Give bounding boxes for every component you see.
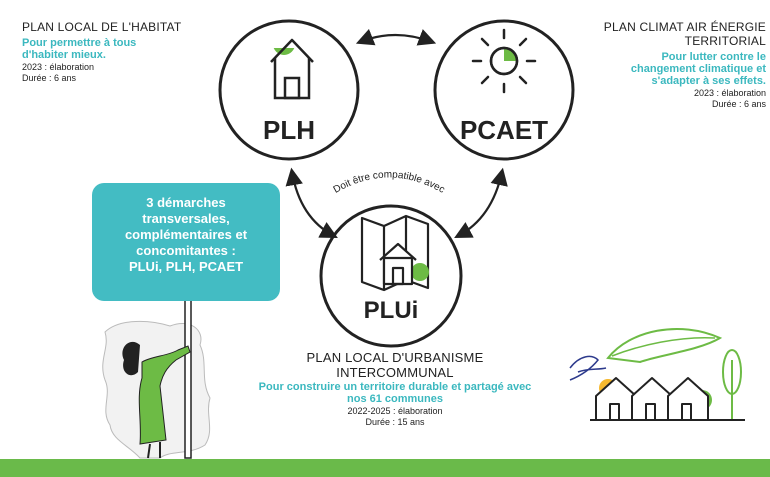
arrow-plh-plui: [285, 167, 338, 239]
sign-line-2: transversales,: [142, 211, 230, 226]
plh-subtitle-2: d'habiter mieux.: [22, 49, 106, 61]
pcaet-title-2: TERRITORIAL: [684, 34, 766, 48]
house-icon: [270, 30, 314, 100]
village-illustration: [569, 327, 745, 421]
plui-title-1: PLAN LOCAL D'URBANISME: [306, 350, 484, 365]
pcaet-info: PLAN CLIMAT AIR ÉNERGIE TERRITORIAL Pour…: [560, 20, 766, 110]
pcaet-status: 2023 : élaboration: [693, 88, 766, 98]
arrow-pcaet-plui: [454, 167, 508, 239]
pcaet-title-1: PLAN CLIMAT AIR ÉNERGIE: [603, 20, 766, 34]
woman-illustration: [102, 299, 211, 459]
plh-status: 2023 : élaboration: [22, 62, 95, 72]
sun-icon: [471, 28, 537, 94]
plui-subtitle-1: Pour construire un territoire durable et…: [258, 381, 532, 393]
compat-text: Doit être compatible avec: [332, 169, 447, 195]
plh-circle-label: PLH: [263, 115, 315, 145]
plui-duration: Durée : 15 ans: [365, 417, 425, 427]
plui-title-2: INTERCOMMUNAL: [336, 365, 454, 380]
pcaet-subtitle-1: Pour lutter contre le: [661, 51, 766, 63]
arrow-plh-pcaet: [355, 28, 437, 46]
pcaet-subtitle-2: changement climatique et: [630, 63, 766, 75]
plui-info: PLAN LOCAL D'URBANISME INTERCOMMUNAL Pou…: [230, 350, 560, 428]
plui-circle-label: PLUi: [363, 297, 419, 324]
plui-subtitle-2: nos 61 communes: [347, 393, 443, 405]
ground-strip: [0, 459, 770, 477]
sign-line-4: concomitantes :: [136, 243, 236, 258]
pcaet-duration: Durée : 6 ans: [711, 99, 766, 109]
sign-line-5: PLUi, PLH, PCAET: [128, 259, 244, 274]
plh-circle: [218, 19, 360, 161]
plh-info: PLAN LOCAL DE L'HABITAT Pour permettre à…: [22, 20, 237, 84]
plh-title: PLAN LOCAL DE L'HABITAT: [22, 20, 182, 34]
plh-subtitle-1: Pour permettre à tous: [22, 37, 137, 49]
sign-line-1: 3 démarches: [146, 195, 226, 210]
map-icon: [360, 214, 430, 292]
plui-status: 2022-2025 : élaboration: [347, 406, 443, 416]
sign-line-3: complémentaires et: [124, 227, 248, 242]
pcaet-subtitle-3: s'adapter à ses effets.: [651, 75, 766, 87]
pcaet-circle-label: PCAET: [459, 115, 549, 145]
transversal-sign: 3 démarches transversales, complémentair…: [92, 183, 280, 301]
plh-duration: Durée : 6 ans: [22, 73, 77, 83]
